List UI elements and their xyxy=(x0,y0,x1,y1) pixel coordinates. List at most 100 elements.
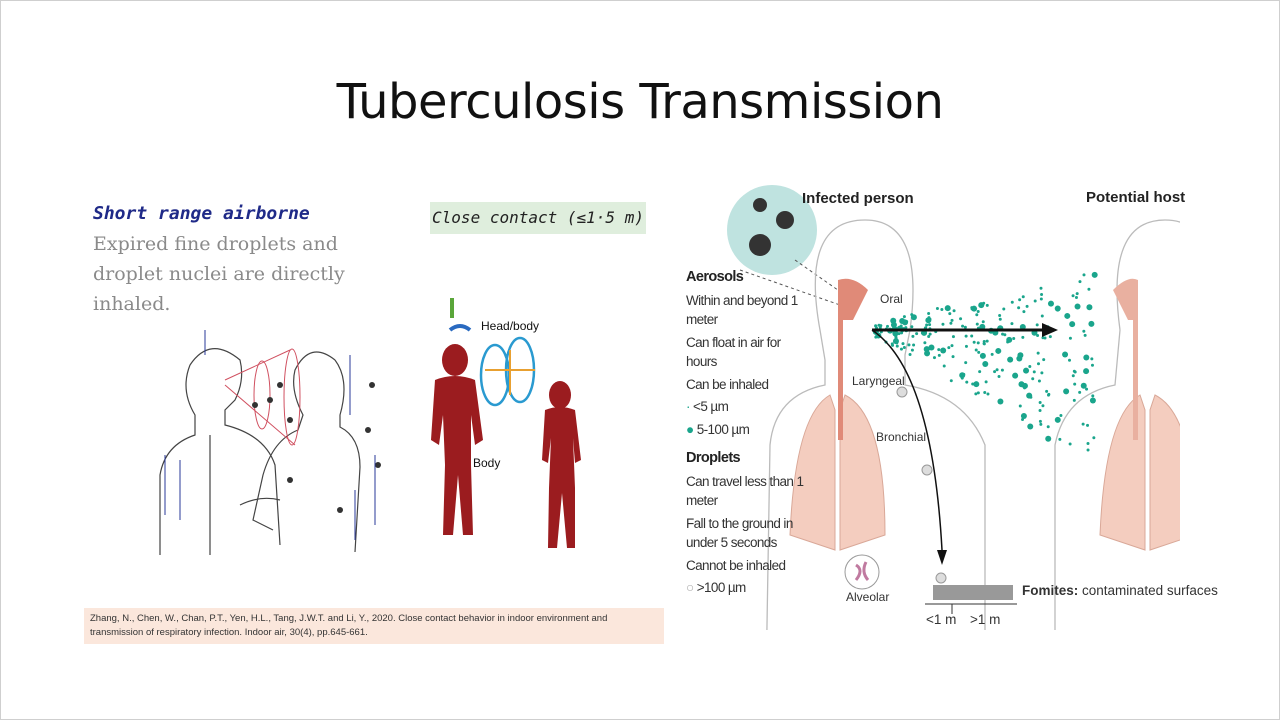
aerosol-dot xyxy=(899,347,903,351)
aerosol-dot xyxy=(993,370,997,374)
droplets-line: Cannot be inhaled xyxy=(686,557,786,573)
bacteria-magnified xyxy=(727,185,817,275)
aerosol-dot xyxy=(1059,414,1063,418)
aerosol-dot xyxy=(949,321,953,325)
aerosol-dot xyxy=(1080,382,1087,389)
aerosol-dot xyxy=(891,343,895,347)
aerosol-dot xyxy=(879,324,883,328)
aerosol-dot xyxy=(949,379,953,383)
aerosol-dot xyxy=(985,303,989,307)
transmission-diagram xyxy=(727,185,1180,630)
aerosol-dot xyxy=(1082,273,1086,277)
legend: Aerosols Within and beyond 1 meter Can f… xyxy=(686,268,806,601)
aerosol-dot xyxy=(1039,286,1043,290)
aerosol-dot xyxy=(1086,423,1090,427)
aerosol-dot xyxy=(1068,336,1072,340)
aerosol-dot xyxy=(937,353,941,357)
aerosol-dot xyxy=(1000,368,1004,372)
aerosol-dot xyxy=(911,334,915,338)
aerosol-dot xyxy=(1047,300,1054,307)
aerosol-dot xyxy=(978,370,982,374)
aerosol-dot xyxy=(998,317,1002,321)
aerosols-heading: Aerosols xyxy=(686,269,744,285)
aerosol-dot xyxy=(942,364,946,368)
aerosol-dot xyxy=(976,341,980,345)
aerosol-dot xyxy=(1086,448,1090,452)
aerosol-dot xyxy=(961,324,965,328)
aerosol-dot xyxy=(979,323,986,330)
aerosol-dot xyxy=(977,350,981,354)
aerosol-dot xyxy=(1006,336,1013,343)
people-sketch xyxy=(159,330,381,555)
aerosol-dot xyxy=(982,361,989,368)
aerosol-dot xyxy=(952,309,956,313)
aerosol-dot xyxy=(1090,357,1094,361)
short-range-description: Expired fine droplets and droplet nuclei… xyxy=(93,233,345,315)
aerosol-dot xyxy=(1083,368,1090,375)
citation: Zhang, N., Chen, W., Chan, P.T., Yen, H.… xyxy=(84,608,664,644)
aerosol-dot xyxy=(1038,408,1042,412)
aerosol-dot xyxy=(1045,435,1052,442)
aerosol-dot xyxy=(926,350,930,354)
aerosol-dot xyxy=(1040,371,1044,375)
aerosol-dot xyxy=(1018,404,1022,408)
aerosol-dot xyxy=(1078,280,1082,284)
aerosol-dot xyxy=(974,392,978,396)
aerosol-dot xyxy=(1021,295,1025,299)
aerosol-dot xyxy=(1021,335,1025,339)
aerosol-dot xyxy=(1058,437,1062,441)
aerosol-dot xyxy=(978,302,985,309)
aerosol-dot xyxy=(1029,395,1033,399)
aerosol-dot xyxy=(902,315,906,319)
aerosol-dot xyxy=(985,339,989,343)
aerosol-dot xyxy=(998,314,1002,318)
aerosol-dot xyxy=(899,317,906,324)
aerosol-dot xyxy=(1007,356,1014,363)
aerosol-dot xyxy=(964,334,968,338)
small-aerosol-legend: · <5 µm xyxy=(686,397,806,417)
aerosol-dot xyxy=(1073,370,1077,374)
aerosol-dot xyxy=(1020,412,1027,419)
aerosol-dot xyxy=(960,376,964,380)
droplets-heading: Droplets xyxy=(686,450,741,466)
aerosol-dot xyxy=(959,317,963,321)
aerosol-dot xyxy=(1025,304,1029,308)
aerosol-dot xyxy=(1087,287,1091,291)
aerosol-dot xyxy=(947,346,951,350)
aerosol-dot xyxy=(1017,306,1021,310)
aerosol-dot xyxy=(1042,358,1046,362)
aerosol-dot xyxy=(928,332,932,336)
aerosol-dot xyxy=(1048,335,1052,339)
aerosol-dot xyxy=(951,335,955,339)
aerosol-dot xyxy=(986,392,990,396)
aerosol-dot xyxy=(984,380,988,384)
aerosol-dot xyxy=(941,322,945,326)
aerosol-dot xyxy=(997,398,1004,405)
aerosol-dot xyxy=(1090,363,1094,367)
aerosol-dot xyxy=(928,323,932,327)
aerosol-dot xyxy=(1063,388,1070,395)
aerosol-dot xyxy=(1041,404,1045,408)
head-body-label: Head/body xyxy=(481,319,540,333)
aerosol-dot xyxy=(1078,390,1082,394)
aerosol-dot xyxy=(901,342,905,346)
large-dot-icon: ● xyxy=(686,421,697,437)
aerosol-dot xyxy=(975,313,979,317)
aerosol-dot xyxy=(1074,295,1078,299)
near-distance-label: <1 m xyxy=(926,612,957,627)
aerosol-dot xyxy=(964,344,968,348)
aerosol-dot xyxy=(965,380,969,384)
aerosol-dot xyxy=(928,344,935,351)
aerosol-dot xyxy=(1073,382,1077,386)
aerosol-dot xyxy=(1083,354,1090,361)
aerosol-dot xyxy=(995,347,1002,354)
aerosol-dot xyxy=(951,355,955,359)
aerosol-dot xyxy=(928,317,932,321)
aerosol-dot xyxy=(905,320,909,324)
aerosol-dot xyxy=(1081,422,1085,426)
aerosol-dot xyxy=(937,348,941,352)
aerosol-dot xyxy=(927,312,931,316)
aerosol-dot xyxy=(1037,379,1041,383)
aerosol-dot xyxy=(1032,370,1036,374)
aerosol-dot xyxy=(1045,389,1049,393)
